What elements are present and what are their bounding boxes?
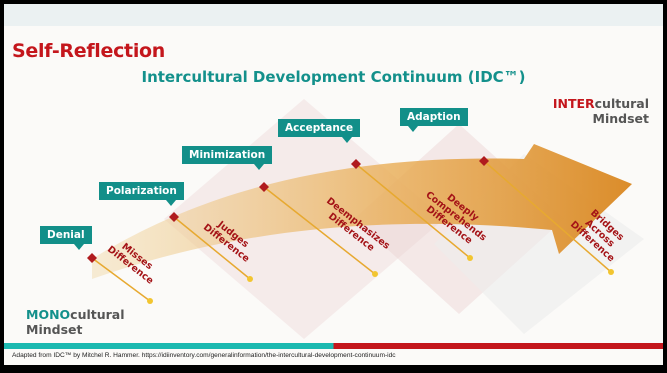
stage-nodes [87, 156, 489, 263]
page-title: Self-Reflection [12, 40, 166, 62]
leader-end-denial [147, 298, 153, 304]
leader-line-denial [91, 257, 151, 302]
bottom-color-bar [4, 343, 663, 349]
leader-end-acceptance [467, 255, 473, 261]
stage-label-adaption: Adaption [400, 108, 468, 132]
slide: Self-Reflection Intercultural Developmen… [4, 4, 663, 365]
leader-lines [91, 160, 612, 302]
intercultural-mindset-label: INTERcultural Mindset [552, 96, 649, 126]
leader-line-adaption [483, 160, 612, 273]
leader-line-minimization [263, 186, 376, 275]
leader-line-polarization [173, 216, 251, 280]
top-brush-band [4, 4, 663, 26]
leader-line-acceptance [355, 163, 471, 259]
node-minimization [259, 182, 269, 192]
page-subtitle: Intercultural Development Continuum (IDC… [141, 68, 526, 86]
continuum-arrow [92, 144, 632, 279]
monocultural-mindset-label: MONOcultural Mindset [26, 307, 125, 337]
node-polarization [169, 212, 179, 222]
node-denial [87, 253, 97, 263]
source-citation: Adapted from IDC™ by Mitchel R. Hammer. … [12, 352, 396, 359]
stage-label-minimization: Minimization [182, 146, 273, 170]
leader-end-adaption [608, 269, 614, 275]
stage-label-acceptance: Acceptance [278, 119, 361, 143]
leader-endpoints [147, 255, 614, 304]
node-acceptance [351, 159, 361, 169]
leader-end-minimization [372, 271, 378, 277]
stage-label-polarization: Polarization [99, 182, 184, 206]
node-adaption [479, 156, 489, 166]
stage-label-denial: Denial [40, 226, 92, 250]
leader-end-polarization [247, 276, 253, 282]
